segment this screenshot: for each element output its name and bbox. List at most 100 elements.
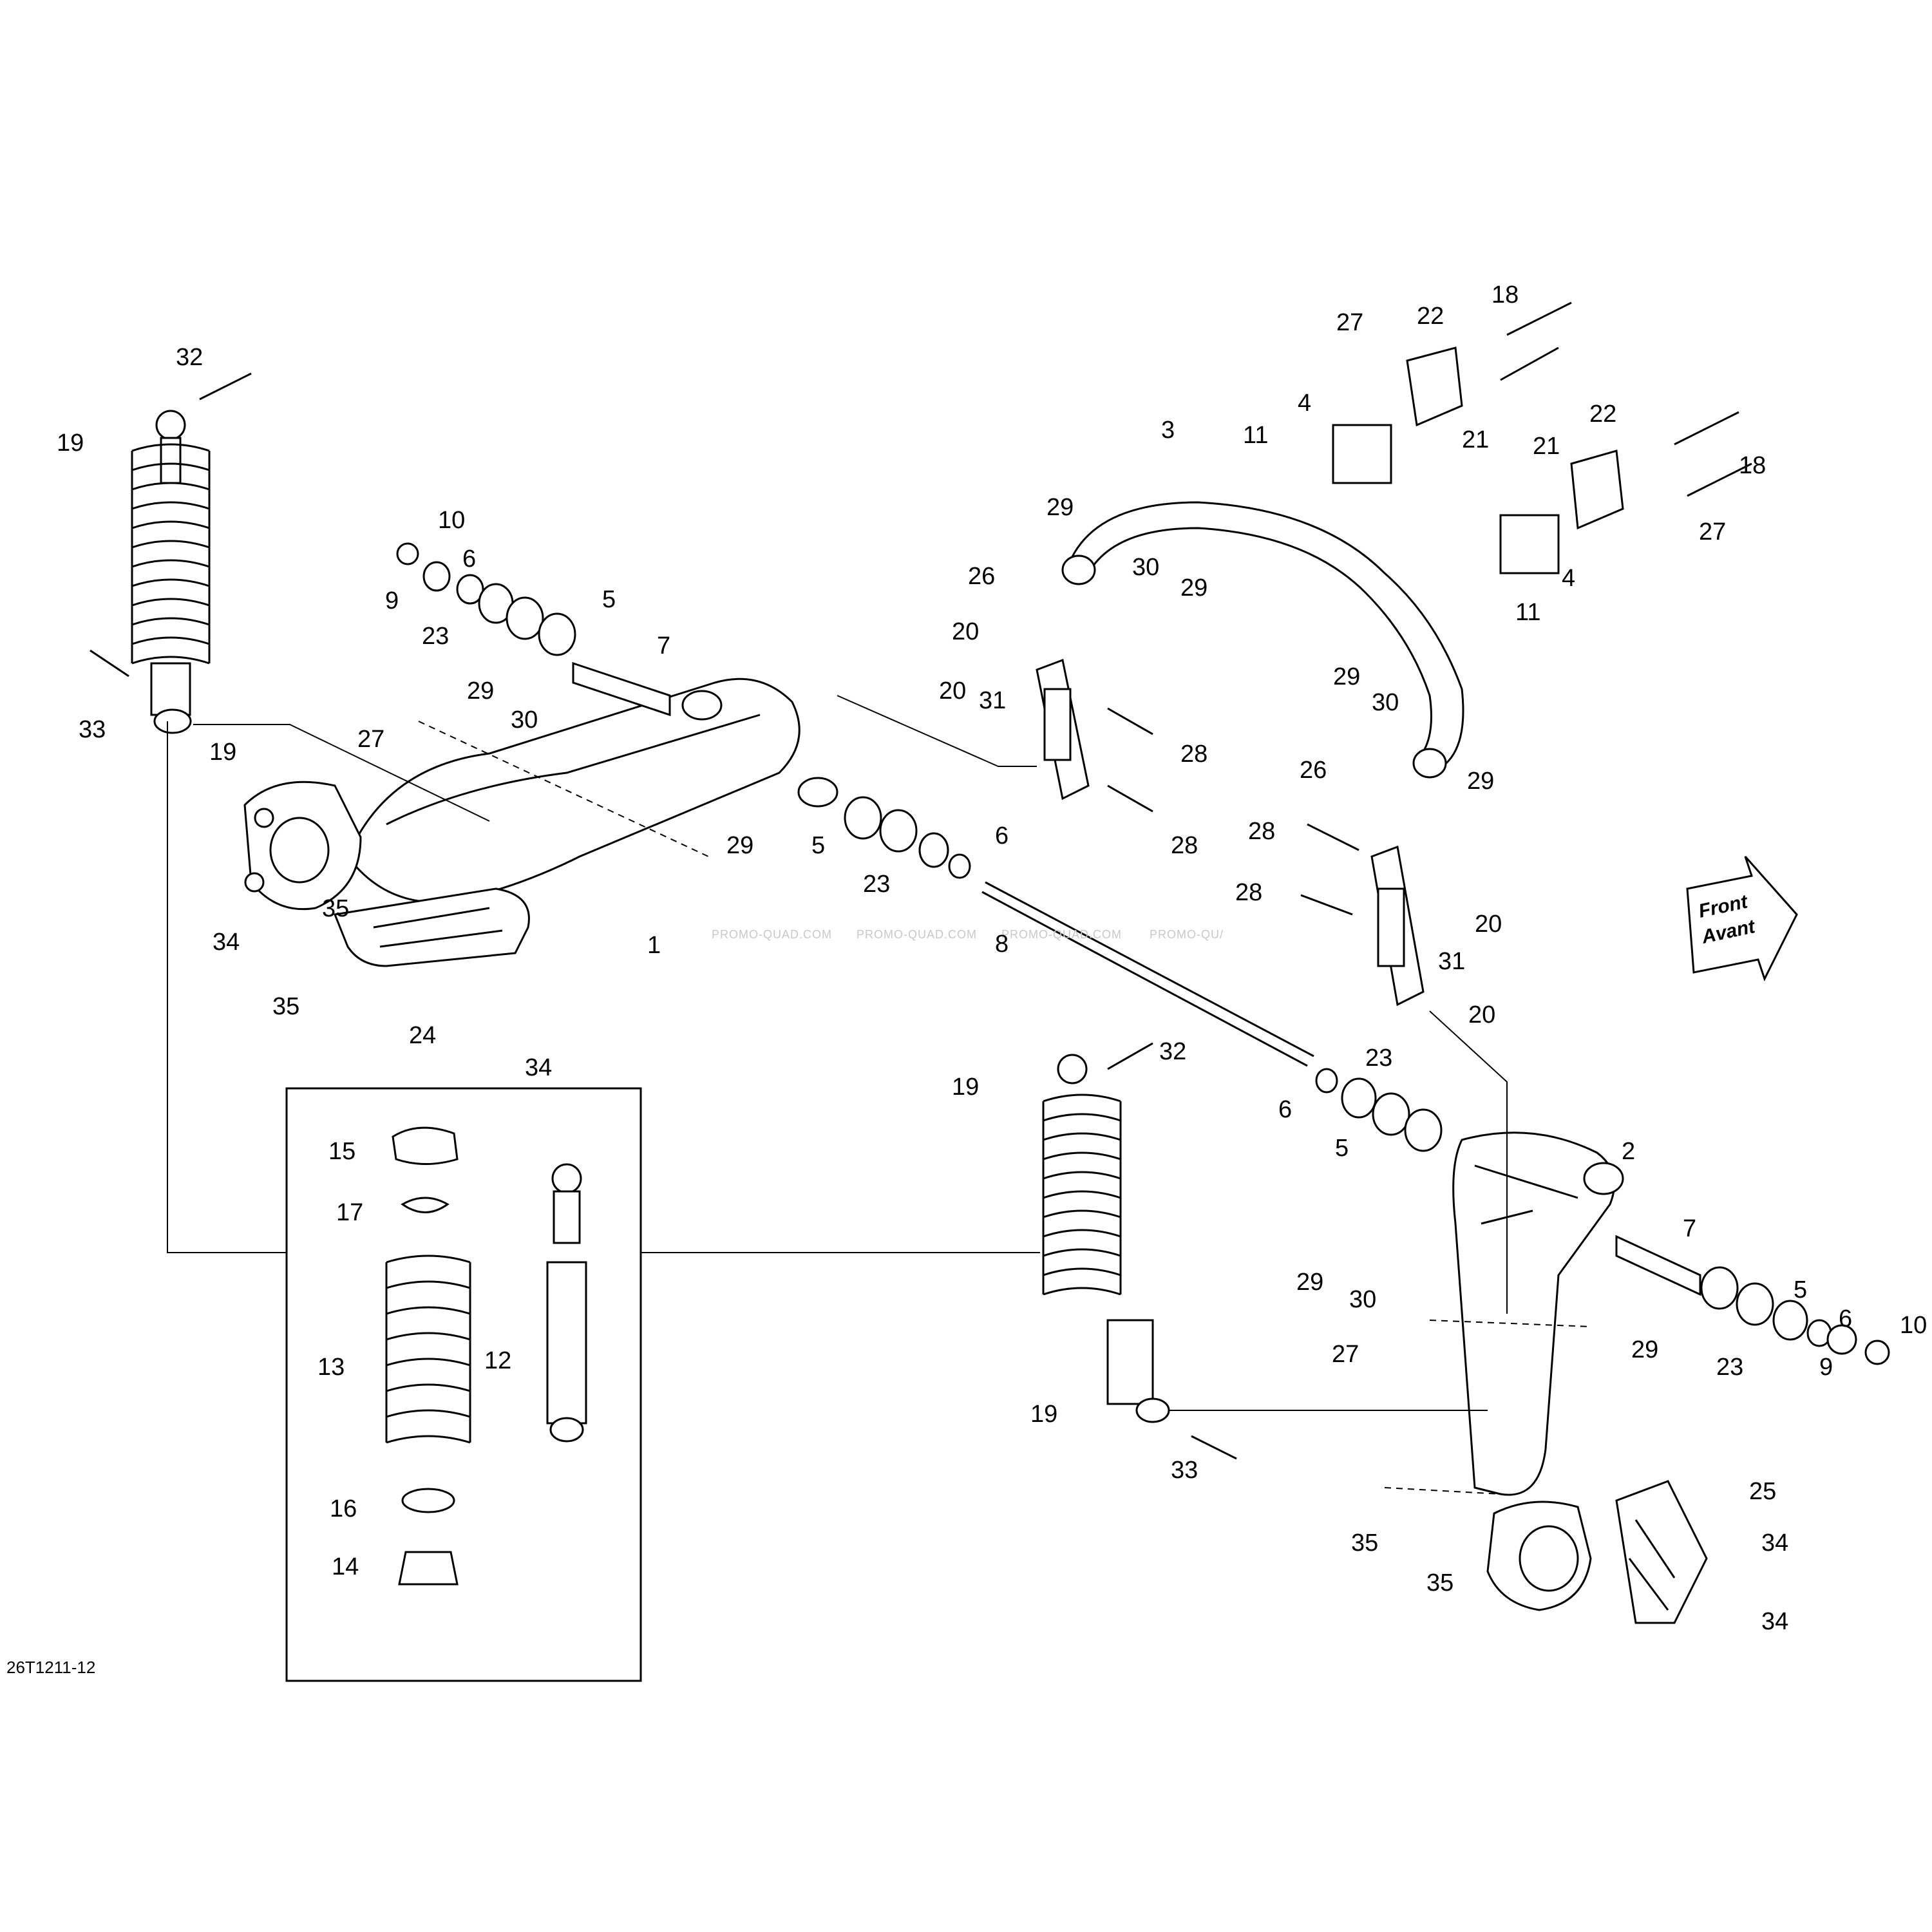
callout-11: 11	[1243, 422, 1268, 449]
callout-22: 22	[1417, 303, 1444, 330]
callout-28: 28	[1180, 741, 1208, 768]
bolts	[90, 301, 1752, 1460]
callout-13: 13	[317, 1354, 345, 1381]
callout-6: 6	[995, 822, 1009, 849]
watermark-text: PROMO-QUAD.COM	[857, 928, 977, 941]
callout-29: 29	[726, 832, 753, 859]
callout-22: 22	[1589, 401, 1616, 428]
callout-31: 31	[979, 687, 1006, 714]
callout-6: 6	[1278, 1096, 1292, 1123]
callout-29: 29	[1046, 494, 1074, 521]
callout-21: 21	[1533, 433, 1560, 460]
right-a-arm	[1452, 1132, 1624, 1496]
callout-6: 6	[1839, 1305, 1852, 1332]
callout-29: 29	[1333, 663, 1360, 690]
callout-7: 7	[657, 632, 670, 659]
watermark-text: PROMO-QUAD.COM	[712, 928, 832, 941]
left-hub-knuckle	[243, 781, 362, 911]
callout-20: 20	[1468, 1001, 1495, 1028]
callout-10: 10	[438, 507, 465, 534]
shock-components-inset	[285, 1087, 642, 1682]
callout-30: 30	[1372, 689, 1399, 716]
callout-14: 14	[332, 1553, 359, 1580]
callout-30: 30	[1132, 554, 1159, 581]
callout-6: 6	[462, 545, 476, 573]
right-a-arm-protector	[1615, 1480, 1708, 1624]
left-shock-absorber	[131, 410, 211, 734]
callout-28: 28	[1235, 879, 1262, 906]
left-a-arm	[346, 677, 838, 904]
callout-32: 32	[1159, 1038, 1186, 1065]
watermark-text: PROMO-QUAD.COM	[1001, 928, 1122, 941]
callout-34: 34	[213, 929, 240, 956]
callout-19: 19	[57, 430, 84, 457]
callout-8: 8	[995, 931, 1009, 958]
callout-20: 20	[1475, 911, 1502, 938]
callout-27: 27	[357, 726, 384, 753]
callout-9: 9	[1819, 1354, 1833, 1381]
callout-9: 9	[385, 587, 399, 614]
watermark: PROMO-QUAD.COM PROMO-QUAD.COM PROMO-QUAD…	[712, 928, 1224, 941]
callout-33: 33	[79, 716, 106, 743]
callout-33: 33	[1171, 1457, 1198, 1484]
callout-26: 26	[1300, 757, 1327, 784]
callout-19: 19	[1030, 1401, 1057, 1428]
left-arm-rear-bushings	[844, 796, 971, 879]
callout-11: 11	[1515, 599, 1540, 626]
callout-24: 24	[409, 1022, 436, 1049]
callout-10: 10	[1900, 1312, 1927, 1339]
callout-34: 34	[1761, 1608, 1788, 1635]
callout-27: 27	[1336, 309, 1363, 336]
callout-23: 23	[1716, 1354, 1743, 1381]
callout-1: 1	[647, 932, 661, 959]
sway-bar-bracket-lower	[1499, 450, 1624, 574]
callout-2: 2	[1622, 1138, 1635, 1165]
callout-5: 5	[811, 832, 825, 859]
callout-29: 29	[1180, 574, 1208, 601]
callout-31: 31	[1438, 948, 1465, 975]
callout-12: 12	[484, 1347, 511, 1374]
right-arm-bushings	[1315, 1068, 1890, 1365]
callout-29: 29	[1296, 1269, 1323, 1296]
pivot-shaft	[981, 881, 1314, 1067]
callout-3: 3	[1161, 417, 1175, 444]
callout-16: 16	[330, 1495, 357, 1522]
callout-18: 18	[1492, 281, 1519, 308]
callout-5: 5	[1335, 1135, 1349, 1162]
callout-30: 30	[1349, 1286, 1376, 1313]
callout-23: 23	[1365, 1045, 1392, 1072]
left-arm-front-bushings	[396, 542, 671, 717]
callout-4: 4	[1562, 565, 1575, 592]
callout-18: 18	[1739, 452, 1766, 479]
diagram-reference-code: 26T1211-12	[6, 1658, 95, 1677]
callout-29: 29	[467, 677, 494, 705]
callout-7: 7	[1683, 1215, 1696, 1242]
sway-bar-bracket-upper	[1332, 346, 1463, 484]
callout-20: 20	[952, 618, 979, 645]
sway-bar-link-right	[1370, 845, 1425, 1007]
callout-17: 17	[336, 1199, 363, 1226]
callout-27: 27	[1699, 518, 1726, 545]
callout-23: 23	[422, 623, 449, 650]
left-a-arm-protector	[333, 887, 530, 967]
right-shock-absorber	[1042, 1054, 1170, 1423]
callout-35: 35	[1351, 1530, 1378, 1557]
callout-32: 32	[176, 344, 203, 371]
callout-23: 23	[863, 871, 890, 898]
callouts: 1 2 3 4 4 5 5 5 5 6 6 6 6 7 7 8 9 9 10 1…	[57, 281, 1927, 1635]
watermark-text: PROMO-QU/	[1150, 928, 1224, 941]
callout-29: 29	[1467, 768, 1494, 795]
sway-bar	[1061, 501, 1464, 779]
callout-35: 35	[272, 993, 299, 1020]
callout-34: 34	[525, 1054, 552, 1081]
callout-30: 30	[511, 706, 538, 734]
callout-19: 19	[952, 1074, 979, 1101]
callout-29: 29	[1631, 1336, 1658, 1363]
callout-5: 5	[1794, 1276, 1807, 1303]
callout-5: 5	[602, 586, 616, 613]
callout-35: 35	[1426, 1569, 1454, 1596]
callout-20: 20	[939, 677, 966, 705]
callout-19: 19	[209, 739, 236, 766]
callout-34: 34	[1761, 1530, 1788, 1557]
